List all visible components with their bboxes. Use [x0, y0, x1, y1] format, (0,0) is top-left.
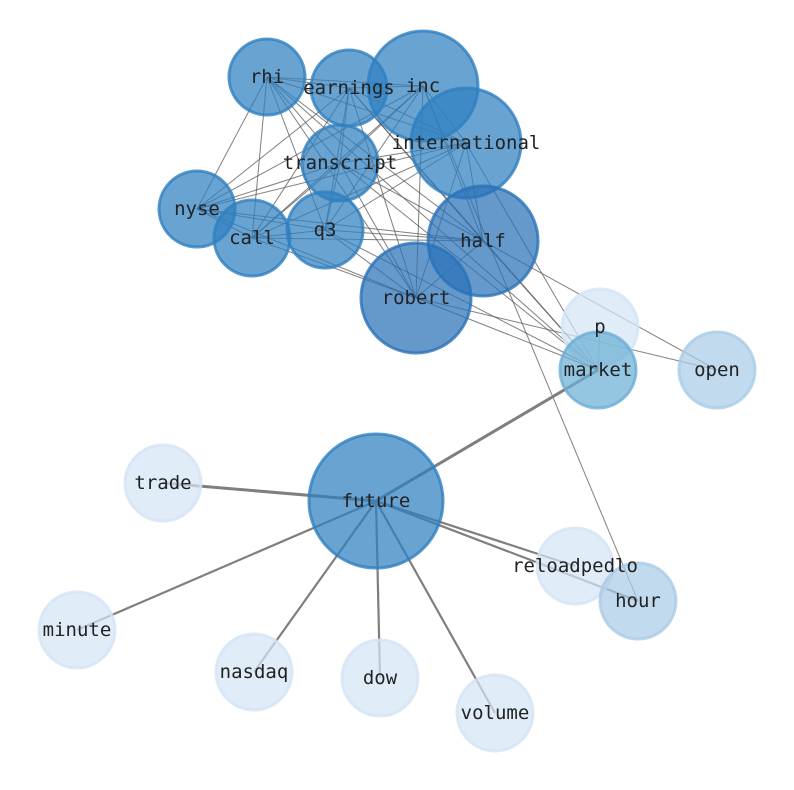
- node-q3[interactable]: [285, 190, 365, 270]
- node-label-hour: hour: [615, 590, 661, 612]
- node-nasdaq[interactable]: [214, 632, 294, 712]
- node-circle[interactable]: [307, 432, 445, 570]
- node-circle[interactable]: [285, 190, 365, 270]
- node-circle[interactable]: [558, 330, 638, 410]
- node-circle[interactable]: [535, 526, 615, 606]
- node-circle[interactable]: [598, 561, 678, 641]
- node-circle[interactable]: [455, 673, 535, 753]
- node-trade[interactable]: [123, 443, 203, 523]
- node-label-volume: volume: [461, 702, 530, 724]
- node-circle[interactable]: [123, 443, 203, 523]
- node-label-transcript: transcript: [283, 152, 397, 174]
- node-circle[interactable]: [340, 638, 420, 718]
- node-future[interactable]: [307, 432, 445, 570]
- node-label-minute: minute: [43, 619, 112, 641]
- node-robert[interactable]: [359, 241, 473, 355]
- node-open[interactable]: [677, 330, 757, 410]
- node-volume[interactable]: [455, 673, 535, 753]
- node-circle[interactable]: [37, 590, 117, 670]
- node-circle[interactable]: [227, 37, 307, 117]
- node-label-inc: inc: [406, 75, 440, 97]
- node-circle[interactable]: [214, 632, 294, 712]
- node-label-reloadpedlo: reloadpedlo: [512, 555, 638, 577]
- node-market[interactable]: [558, 330, 638, 410]
- node-reloadpedlo[interactable]: [535, 526, 615, 606]
- node-label-international: international: [392, 132, 541, 154]
- node-label-robert: robert: [382, 287, 451, 309]
- node-label-call: call: [229, 227, 275, 249]
- node-label-earnings: earnings: [303, 77, 395, 99]
- node-circle[interactable]: [677, 330, 757, 410]
- node-label-p: p: [594, 316, 605, 338]
- node-dow[interactable]: [340, 638, 420, 718]
- node-label-q3: q3: [314, 219, 337, 241]
- node-label-market: market: [564, 359, 633, 381]
- node-circle[interactable]: [359, 241, 473, 355]
- node-minute[interactable]: [37, 590, 117, 670]
- node-label-nyse: nyse: [174, 198, 220, 220]
- node-label-trade: trade: [134, 472, 191, 494]
- node-label-open: open: [694, 359, 740, 381]
- node-hour[interactable]: [598, 561, 678, 641]
- node-label-future: future: [342, 490, 411, 512]
- node-rhi[interactable]: [227, 37, 307, 117]
- node-label-nasdaq: nasdaq: [220, 661, 289, 683]
- node-label-rhi: rhi: [250, 66, 284, 88]
- node-label-half: half: [460, 230, 506, 252]
- node-label-dow: dow: [363, 667, 398, 689]
